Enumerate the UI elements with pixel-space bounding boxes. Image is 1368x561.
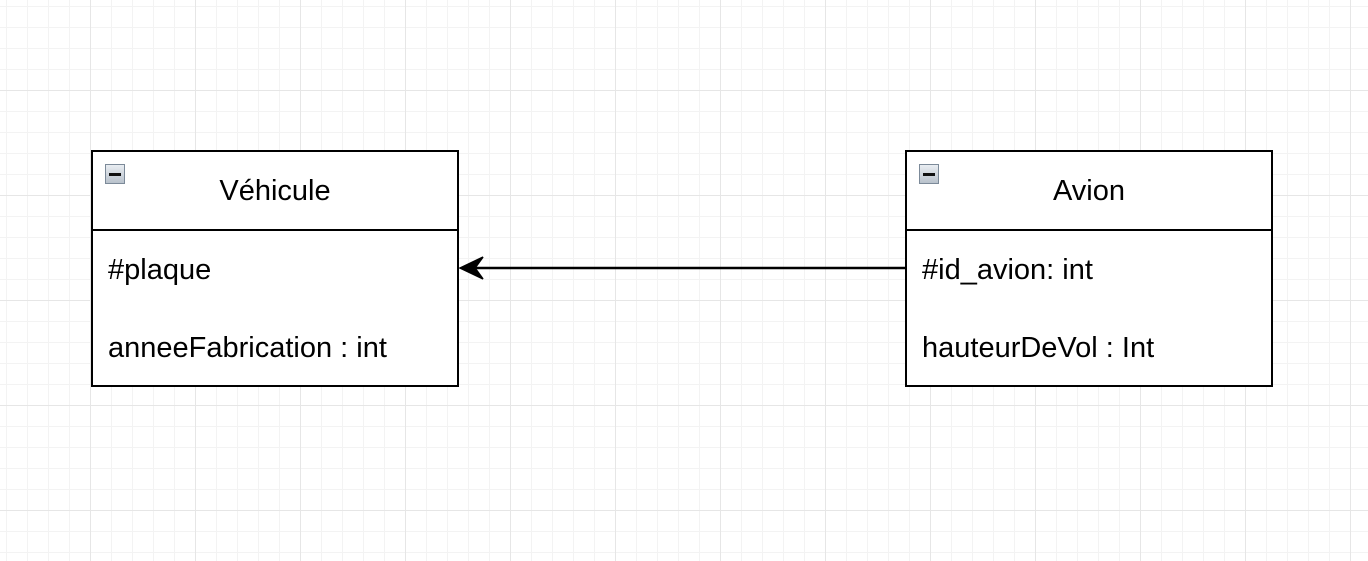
arrowhead-icon xyxy=(458,256,484,280)
class-vehicule[interactable]: Véhicule #plaque anneeFabrication : int xyxy=(91,150,459,387)
relation-avion-to-vehicule[interactable] xyxy=(458,256,905,280)
minus-square-icon[interactable] xyxy=(105,164,125,184)
class-attribute[interactable]: hauteurDeVol : Int xyxy=(922,332,1155,364)
class-name[interactable]: Avion xyxy=(1052,175,1126,207)
class-attribute[interactable]: #plaque xyxy=(108,254,212,286)
class-avion[interactable]: Avion #id_avion: int hauteurDeVol : Int xyxy=(905,150,1273,387)
minus-square-icon[interactable] xyxy=(919,164,939,184)
class-attribute[interactable]: #id_avion: int xyxy=(922,254,1093,286)
class-header: Véhicule xyxy=(93,152,457,231)
class-header: Avion xyxy=(907,152,1271,231)
class-name[interactable]: Véhicule xyxy=(219,175,331,207)
class-attribute[interactable]: anneeFabrication : int xyxy=(108,332,387,364)
